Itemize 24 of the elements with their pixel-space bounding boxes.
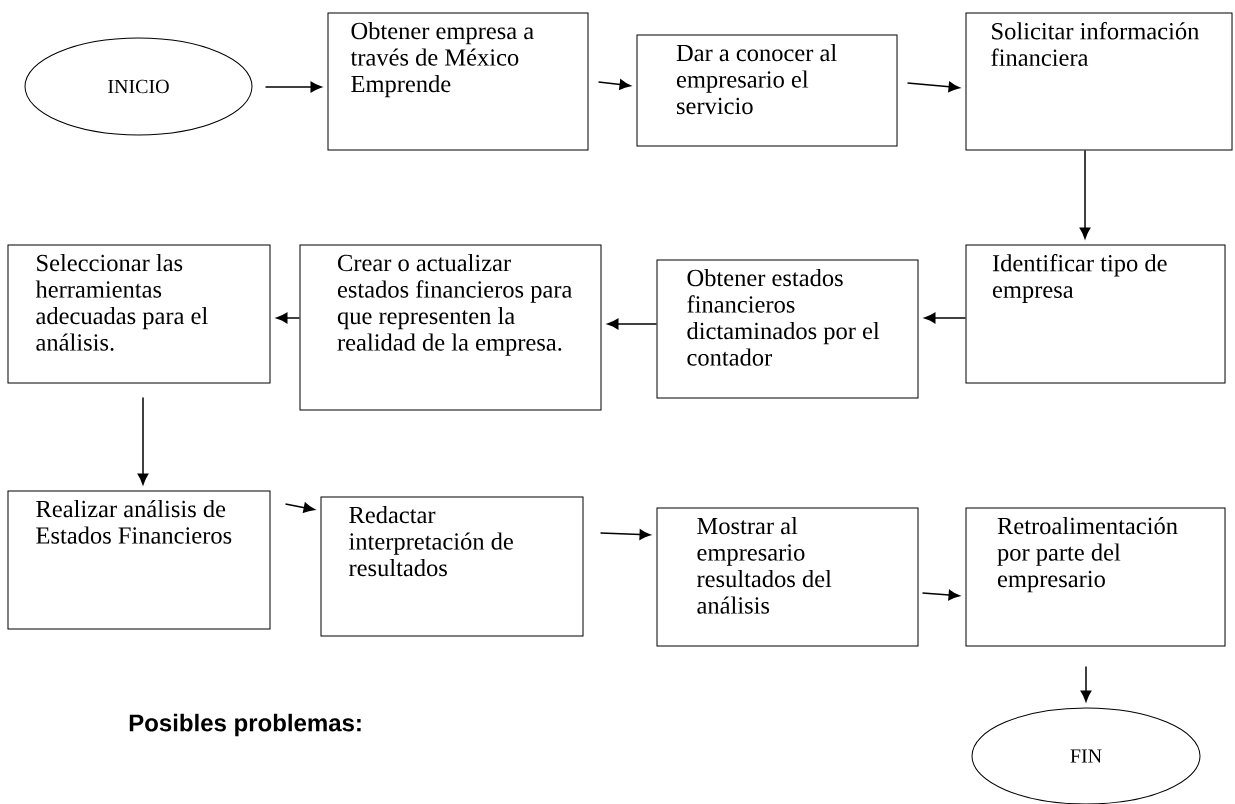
process-box: Redactar interpretación de resultados bbox=[320, 496, 584, 637]
arrow bbox=[1079, 149, 1091, 239]
arrow bbox=[264, 81, 322, 93]
process-box: Seleccionar las herramientas adecuadas para el análisis. bbox=[7, 244, 271, 384]
process-box: Solicitar información financiera bbox=[965, 12, 1233, 151]
process-box: Dar a conocer al empresario el servicio bbox=[636, 34, 898, 147]
heading: Posibles problemas: bbox=[129, 713, 361, 737]
arrow bbox=[921, 589, 960, 601]
process-box: Obtener empresa a través de México Emprende bbox=[327, 12, 589, 151]
process-box: Realizar análisis de Estados Financieros bbox=[7, 490, 271, 630]
arrow bbox=[137, 396, 149, 485]
arrow bbox=[1080, 665, 1092, 702]
arrow bbox=[599, 529, 651, 540]
arrow bbox=[607, 318, 658, 330]
arrow bbox=[276, 312, 301, 324]
arrow bbox=[924, 312, 967, 324]
arrow bbox=[906, 81, 960, 93]
process-box: Crear o actualizar estados financieros para que representen la realidad de la empresa. bbox=[299, 244, 602, 411]
arrow bbox=[597, 79, 631, 90]
process-box: Identificar tipo de empresa bbox=[965, 244, 1226, 384]
process-box: Mostrar al empresario resultados del análisis bbox=[656, 507, 919, 647]
arrow bbox=[284, 502, 315, 513]
process-box: Obtener estados financieros dictaminados por el contador bbox=[656, 259, 919, 399]
process-box: Retroalimentación por parte del empresario bbox=[965, 507, 1226, 647]
